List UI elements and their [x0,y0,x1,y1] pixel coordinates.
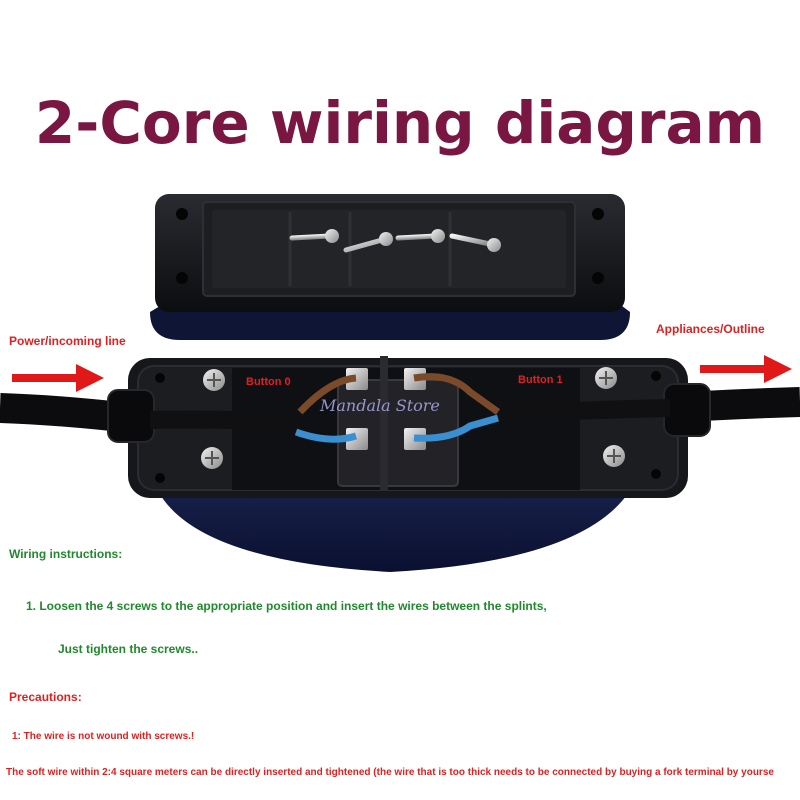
page-title: 2-Core wiring diagram [34,89,766,157]
instruction-step-1-continued: Just tighten the screws.. [58,642,199,656]
instruction-step-1: 1. Loosen the 4 screws to the appropriat… [26,599,547,613]
clamp-screw [201,447,223,469]
loose-screw [289,229,339,243]
blue-wire-out [413,414,499,442]
brown-wire-in [297,374,357,415]
loose-screw [449,233,501,252]
precautions-heading: Precautions: [9,690,82,704]
precaution-2: The soft wire within 2:4 square meters c… [6,767,774,778]
mounting-hole [155,473,165,483]
blue-wire-in [294,428,358,443]
brown-wire-out [413,373,501,415]
clamp-screw [203,369,225,391]
incoming-line-label: Power/incoming line [9,334,126,348]
precaution-1: 1: The wire is not wound with screws.! [12,731,195,742]
watermark: Mandala Store [320,396,440,415]
mounting-hole [176,272,188,284]
clamp-screw [603,445,625,467]
mounting-hole [592,208,604,220]
mounting-hole [155,373,165,383]
outgoing-arrow [700,355,792,383]
outgoing-line-label: Appliances/Outline [656,322,765,336]
housing-base [107,356,711,572]
button-0-label: Button 0 [246,376,291,388]
loose-screw [343,232,393,253]
cable-gland-right [663,383,711,437]
clamp-screw [595,367,617,389]
wiring-instructions-heading: Wiring instructions: [9,547,123,561]
mounting-hole [651,469,661,479]
cable-gland-left [107,389,155,443]
incoming-arrow [12,364,104,392]
loose-screw [395,229,445,243]
housing-lid [150,194,630,340]
mounting-hole [176,208,188,220]
mounting-hole [592,272,604,284]
button-1-label: Button 1 [518,374,563,386]
mounting-hole [651,371,661,381]
